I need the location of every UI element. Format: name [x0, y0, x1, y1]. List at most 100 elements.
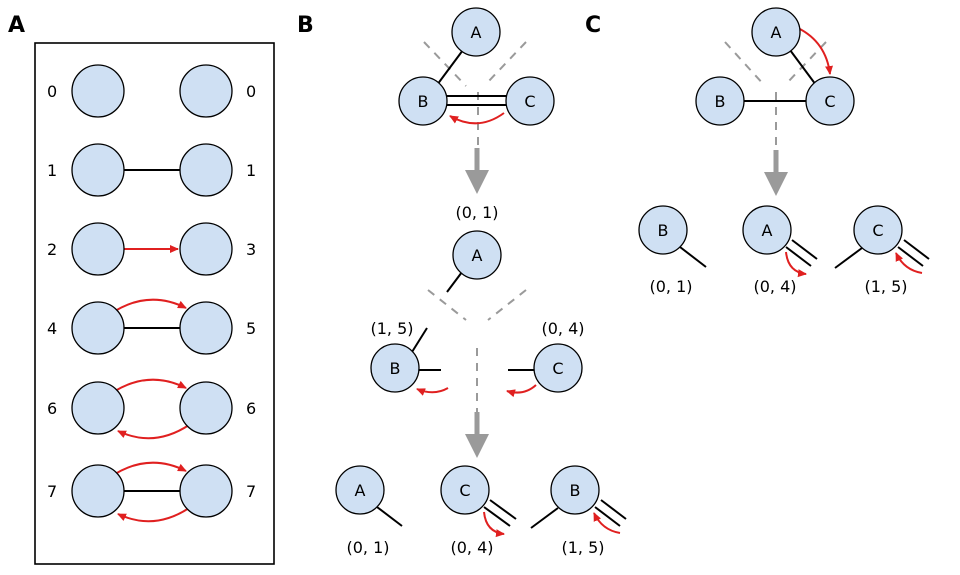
b-mid-c-label: (0, 4): [541, 319, 584, 338]
b-mid-node-b-label: B: [390, 359, 401, 378]
row-2-left-label: 2: [47, 240, 57, 259]
row-5-red-arc-top: [114, 461, 187, 475]
panel-b-letter: B: [297, 13, 314, 38]
row-4-red-arc-top: [114, 378, 187, 392]
b-mid-node-c-label: C: [552, 359, 563, 378]
c-bot-a-red-arc: [785, 251, 807, 278]
b-mid-node-a-label: A: [472, 246, 483, 265]
b-bot-b-label: (1, 5): [561, 538, 604, 557]
c-bot-node-a: [742, 205, 792, 255]
row-4-right-label: 6: [246, 399, 256, 418]
c-top-node-c-label: C: [824, 92, 835, 111]
b-bot-node-a-label: A: [355, 481, 366, 500]
c-bot-c-stub-right: [897, 246, 924, 267]
c-bot-a-label: (0, 4): [753, 277, 796, 296]
c-bot-a-stub-2: [791, 239, 818, 260]
b-top-edge-ab: [436, 49, 464, 86]
b-bot-b-stub-right-2: [600, 499, 627, 520]
c-top-node-c: [805, 76, 855, 126]
b-bot-a-label: (0, 1): [346, 538, 389, 557]
b-bot-b-red-arc: [593, 512, 621, 534]
row-3-left-label: 4: [47, 319, 57, 338]
c-bot-c-label: (1, 5): [864, 277, 907, 296]
b-mid-b-red-arc: [416, 387, 449, 396]
row-1-left-node: [71, 143, 125, 197]
c-top-node-a-label: A: [771, 23, 782, 42]
panel-c-top-graph: A B C: [695, 7, 855, 158]
b-mid-a-stub: [446, 271, 463, 293]
c-bot-c-stub-left: [834, 247, 863, 269]
row-2-left-node: [71, 222, 125, 276]
c-top-node-b-label: B: [715, 92, 726, 111]
c-bot-b-label: (0, 1): [649, 277, 692, 296]
row-1-left-label: 1: [47, 161, 57, 180]
panel-a-letter: A: [8, 13, 25, 38]
c-bot-node-b-label: B: [658, 221, 669, 240]
row-5-red-arc-bottom: [117, 507, 190, 523]
c-top-dash-left: [724, 41, 766, 87]
b-top-node-c: [505, 76, 555, 126]
b-top-node-b-label: B: [418, 92, 429, 111]
b-bot-b-stub-left: [530, 507, 559, 529]
row-5-left-node: [71, 464, 125, 518]
row-5-right-node: [179, 464, 233, 518]
c-top-edge-ac: [789, 49, 817, 86]
b-top-node-a-label: A: [471, 23, 482, 42]
b-bot-c-stub-2: [489, 499, 517, 520]
c-bot-a-stub: [785, 246, 812, 267]
b-mid-b-label: (1, 5): [370, 319, 413, 338]
c-top-red-arc: [797, 27, 833, 75]
row-3-right-node: [179, 301, 233, 355]
b-top-node-c-label: C: [524, 92, 535, 111]
b-bot-node-c-label: C: [459, 481, 470, 500]
panel-a-row-0: 0 0: [47, 64, 256, 118]
c-bot-c-stub-right-2: [903, 239, 930, 260]
b-bot-node-c: [440, 465, 490, 515]
c-bot-b-stub: [679, 246, 707, 268]
panel-a-frame: [34, 42, 275, 565]
row-4-left-node: [71, 381, 125, 435]
c-bot-node-c-label: C: [872, 221, 883, 240]
panel-a-row-3: 4 5: [47, 298, 256, 355]
c-bot-node-a-label: A: [762, 221, 773, 240]
b-step1-label: (0, 1): [455, 203, 498, 222]
b-bot-b-stub-right: [594, 506, 621, 527]
row-5-left-label: 7: [47, 482, 57, 501]
row-1-right-node: [179, 143, 233, 197]
panel-a-row-1: 1 1: [47, 143, 256, 197]
row-1-right-label: 1: [246, 161, 256, 180]
panel-a-row-2: 2 3: [47, 222, 256, 276]
b-mid-node-a: [452, 230, 502, 280]
row-4-red-arc-bottom: [117, 424, 190, 440]
panel-a-row-5: 7 7: [47, 461, 256, 523]
b-bot-c-red-arc: [483, 511, 505, 538]
b-mid-node-b: [370, 343, 420, 393]
c-bot-c-red-arc: [895, 252, 923, 274]
row-0-right-node: [179, 64, 233, 118]
row-4-left-label: 6: [47, 399, 57, 418]
b-top-node-a: [451, 7, 501, 57]
row-3-left-node: [71, 301, 125, 355]
row-3-right-label: 5: [246, 319, 256, 338]
row-0-right-label: 0: [246, 82, 256, 101]
c-bot-node-b: [638, 205, 688, 255]
panel-c-letter: C: [585, 13, 601, 38]
panel-a-row-4: 6 6: [47, 378, 256, 440]
b-top-red-arc: [449, 112, 505, 125]
b-top-dash-right: [485, 41, 527, 85]
c-bot-node-c: [853, 205, 903, 255]
row-5-right-label: 7: [246, 482, 256, 501]
row-0-left-label: 0: [47, 82, 57, 101]
row-4-right-node: [179, 381, 233, 435]
b-bot-c-label: (0, 4): [450, 538, 493, 557]
b-bot-node-b: [550, 465, 600, 515]
b-bot-node-b-label: B: [570, 481, 581, 500]
c-top-dash-right: [785, 41, 827, 85]
b-mid-b-stub-top: [411, 327, 428, 353]
row-0-left-node: [71, 64, 125, 118]
row-2-right-node: [179, 222, 233, 276]
b-top-node-b: [398, 76, 448, 126]
panel-b-mid-graph: A (1, 5) (0, 4) B C: [370, 230, 585, 420]
c-top-node-b: [695, 76, 745, 126]
